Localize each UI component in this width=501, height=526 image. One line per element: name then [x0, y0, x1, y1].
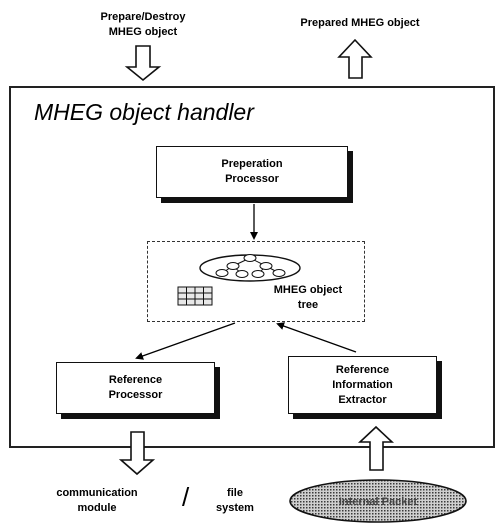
prepared-up-block-arrow — [337, 38, 373, 79]
input-label: Prepare/Destroy MHEG object — [78, 10, 208, 40]
mheg-object-tree-box — [147, 241, 365, 322]
reference-extractor-line2: Information — [332, 378, 393, 391]
arrow-extractor-to-tree — [276, 322, 357, 353]
file-line2: system — [216, 502, 254, 514]
reference-processor-box: Reference Processor — [56, 362, 215, 414]
file-system-label: file system — [210, 486, 260, 516]
tree-label-line1: MHEG object — [273, 284, 343, 296]
prepare-down-block-arrow — [124, 45, 162, 82]
preparation-processor-box: Preperation Processor — [156, 146, 348, 198]
preparation-processor-line1: Preperation — [221, 158, 283, 170]
handler-title: MHEG object handler — [34, 99, 254, 125]
internal-packet-up-block-arrow — [357, 425, 395, 471]
reference-processor-line2: Processor — [108, 389, 163, 401]
file-line1: file — [227, 487, 243, 499]
reference-extractor-box: Reference Information Extractor — [288, 356, 437, 414]
output-label: Prepared MHEG object — [300, 17, 420, 29]
input-label-line2: MHEG object — [108, 26, 178, 38]
slash-separator: / — [182, 482, 190, 512]
communication-line1: communication — [56, 487, 138, 499]
input-label-line1: Prepare/Destroy — [100, 11, 186, 23]
reference-extractor-line1: Reference — [335, 363, 390, 376]
reference-extractor-line3: Extractor — [338, 393, 387, 406]
communication-down-block-arrow — [118, 431, 156, 476]
arrow-tree-to-reference-processor — [135, 322, 236, 360]
tree-label-line2: tree — [297, 299, 319, 311]
object-tree-graph — [199, 254, 301, 282]
reference-processor-line1: Reference — [108, 374, 163, 386]
table-grid-icon — [177, 286, 213, 306]
internal-packet-label: Internal Packet — [339, 496, 418, 508]
preparation-processor-line2: Processor — [225, 173, 279, 185]
communication-line2: module — [77, 502, 117, 514]
mheg-object-tree-label: MHEG object tree — [258, 283, 358, 313]
internal-packet-ellipse — [289, 479, 467, 523]
communication-module-label: communication module — [42, 486, 152, 516]
